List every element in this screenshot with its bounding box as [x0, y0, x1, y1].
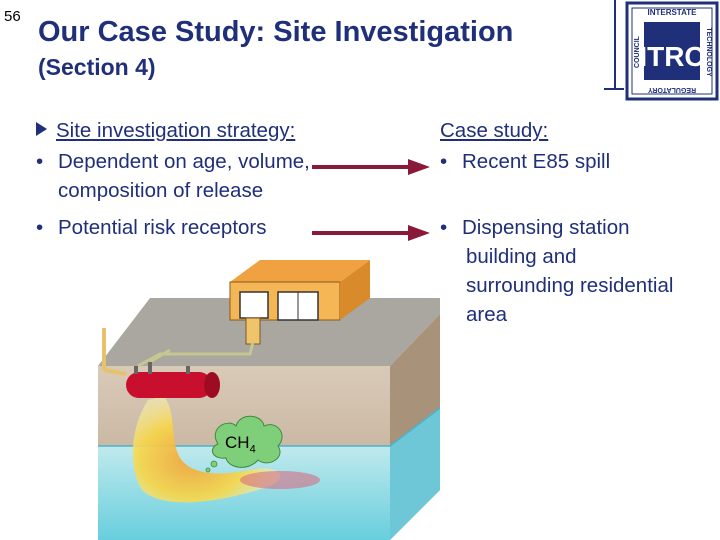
arrow-right-icon — [312, 225, 430, 241]
contaminant-plume — [132, 396, 281, 503]
logo-ring-top: INTERSTATE — [647, 8, 697, 17]
building-window — [239, 291, 269, 319]
ground-surface — [98, 298, 440, 366]
bullet-dot-icon: • — [36, 150, 44, 173]
left-bullet-1: • Dependent on age, volume, — [36, 147, 310, 176]
right-bullet-2-line-4: area — [466, 303, 508, 326]
right-bullet-1: • Recent E85 spill — [440, 147, 610, 176]
bullet-dot-icon: • — [440, 150, 448, 173]
groundwater-side — [390, 408, 440, 540]
site-diagram — [98, 260, 440, 540]
left-bullet-1-line-1: Dependent on age, volume, — [58, 150, 310, 173]
right-bullet-1-text: Recent E85 spill — [462, 150, 611, 173]
triangle-bullet-icon — [36, 122, 47, 136]
bullet-dot-icon: • — [440, 216, 448, 239]
underground-storage-tank — [126, 372, 212, 398]
logo-ring-right: TECHNOLOGY — [705, 27, 712, 77]
title-rule-horizontal — [604, 88, 624, 90]
right-bullet-2-line-1: Dispensing station — [462, 216, 630, 239]
fuel-dispenser — [245, 317, 261, 345]
left-bullet-1-line-2: composition of release — [58, 179, 264, 202]
bullet-dot-icon: • — [36, 216, 44, 239]
right-bullet-2-line-3: surrounding residential — [466, 274, 674, 297]
itrc-logo: INTERSTATE REGULATORY COUNCIL TECHNOLOGY… — [625, 1, 719, 101]
title-rule-vertical — [614, 0, 616, 88]
left-bullet-2: • Potential risk receptors — [36, 213, 267, 242]
logo-ring-bottom: REGULATORY — [648, 86, 696, 93]
building-side — [340, 260, 370, 320]
slide-subtitle: (Section 4) — [38, 54, 156, 80]
left-heading: Site investigation strategy: — [56, 119, 296, 142]
right-heading: Case study: — [440, 116, 548, 145]
right-heading-text: Case study: — [440, 119, 549, 142]
left-heading-line: Site investigation strategy: — [36, 116, 295, 145]
slide-title: Our Case Study: Site Investigation — [38, 16, 514, 48]
methane-cloud — [211, 415, 283, 468]
logo-letters: ITRC — [639, 41, 704, 72]
product-piping — [137, 341, 255, 368]
right-bullet-2: • Dispensing station — [440, 213, 630, 242]
slide-number: 56 — [4, 8, 21, 25]
methane-label-subscript: 4 — [249, 443, 256, 456]
building-roof — [230, 260, 370, 282]
dissolved-plume — [240, 471, 320, 489]
logo-ring-left: COUNCIL — [634, 35, 641, 68]
methane-label: CH4 — [225, 433, 256, 455]
methane-label-text: CH — [225, 433, 250, 452]
left-bullet-2-text: Potential risk receptors — [58, 216, 267, 239]
arrow-right-icon — [312, 159, 430, 175]
right-bullet-2-line-2: building and — [466, 245, 577, 268]
